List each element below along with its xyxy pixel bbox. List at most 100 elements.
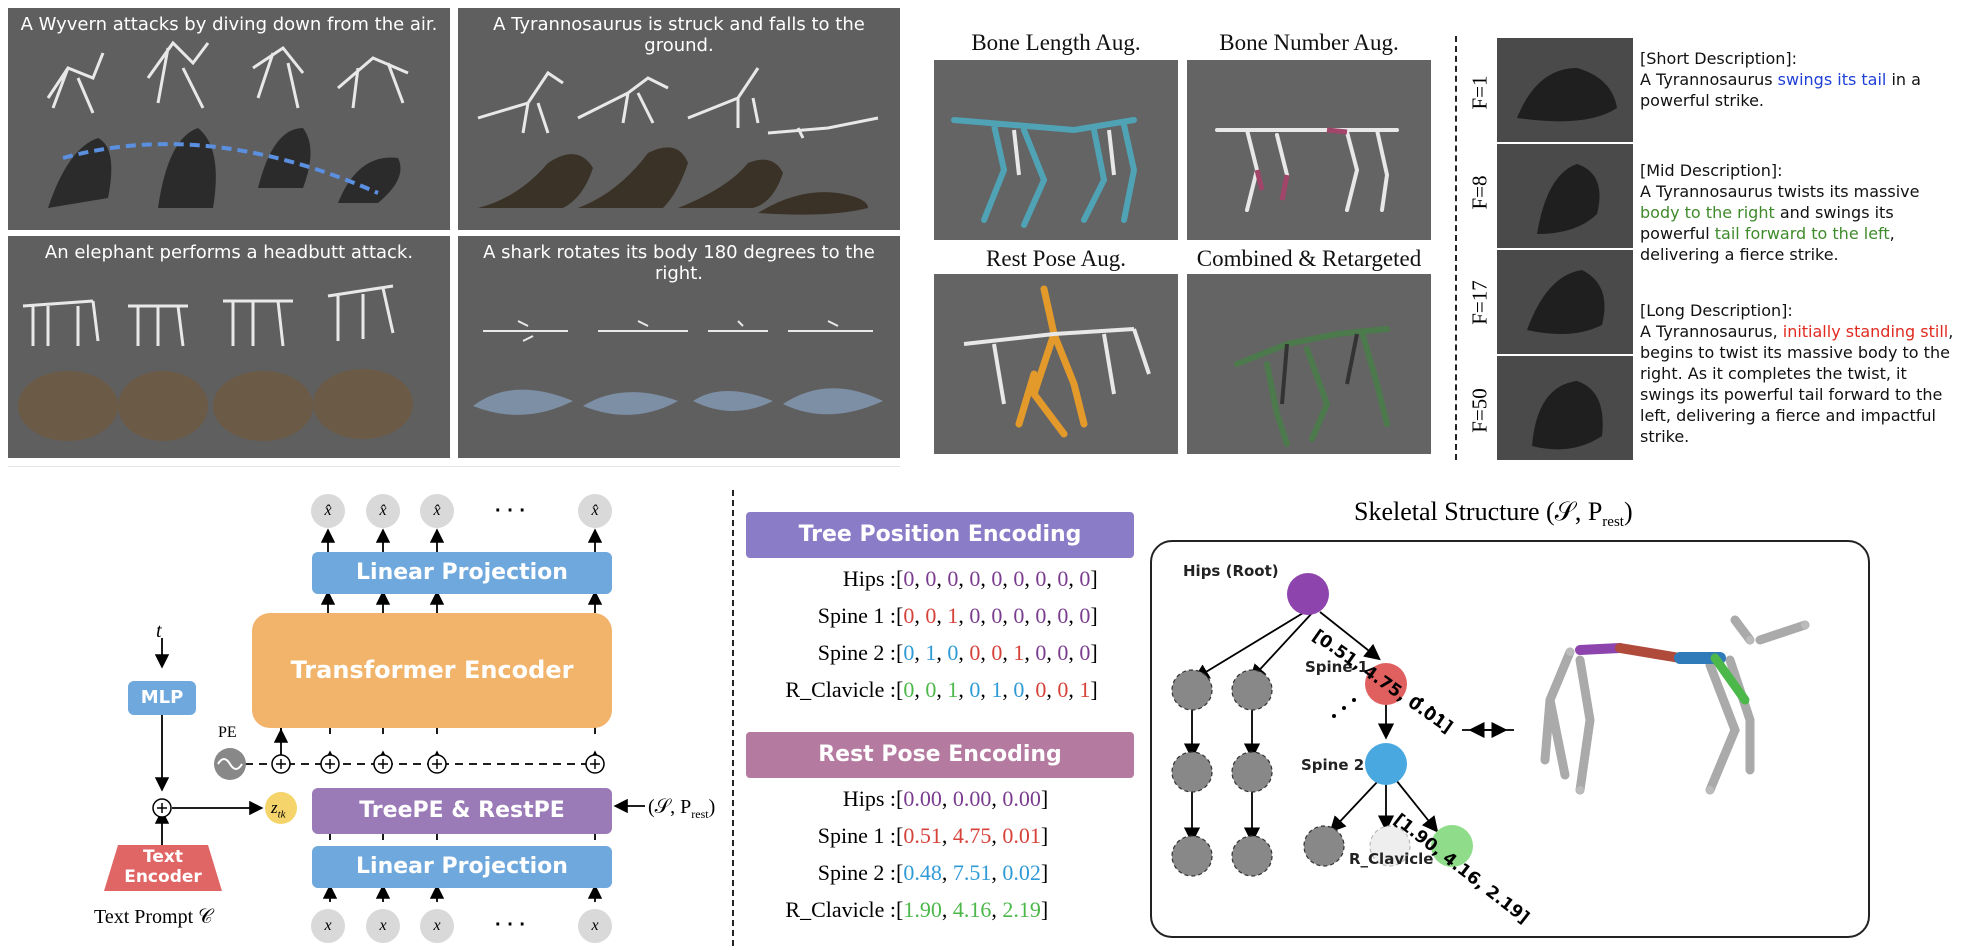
input-token-f-j: x bbox=[420, 909, 454, 943]
output-token-1-1: x̂ bbox=[311, 494, 345, 528]
linear-projection-top: Linear Projection bbox=[312, 552, 612, 594]
short-description: [Short Description]: A Tyrannosaurus swi… bbox=[1640, 48, 1960, 111]
shark-illustration bbox=[473, 320, 883, 415]
mid-desc-heading: [Mid Description]: bbox=[1640, 161, 1783, 180]
top-separator bbox=[1455, 36, 1457, 460]
frame-thumbnail-1 bbox=[1497, 38, 1633, 142]
skeleton-condition-label: (𝒮, Prest) bbox=[648, 796, 716, 821]
rest-pose-encoding-header: Rest Pose Encoding bbox=[746, 732, 1134, 778]
architecture-arrows bbox=[152, 528, 645, 902]
tree-encoding-value: 0 bbox=[903, 603, 915, 628]
spine1-label: Spine 1 bbox=[1305, 658, 1369, 676]
frame-label-17: F=17 bbox=[1467, 280, 1492, 325]
tree-encoding-value: 0 bbox=[1035, 677, 1047, 702]
output-token-f-j: x̂ bbox=[420, 494, 454, 528]
skeletal-structure-title: Skeletal Structure (𝒮, Prest) bbox=[1354, 497, 1633, 531]
tree-encoding-value: 0 bbox=[925, 603, 937, 628]
pe-label: PE bbox=[218, 724, 237, 741]
mid-description: [Mid Description]: A Tyrannosaurus twist… bbox=[1640, 160, 1960, 265]
tree-encoding-value: 0 bbox=[1035, 566, 1047, 591]
tree-encoding-value: 0 bbox=[903, 677, 915, 702]
tree-encoding-value: 0 bbox=[947, 640, 959, 665]
tree-encoding-value: 0 bbox=[1013, 677, 1025, 702]
frame-thumbnail-17 bbox=[1497, 250, 1633, 354]
rest-encoding-value: 0.00 bbox=[903, 786, 942, 811]
tree-encoding-value: 0 bbox=[969, 677, 981, 702]
tree-encoding-value: 0 bbox=[1057, 677, 1069, 702]
tree-pe-rest-pe: TreePE & RestPE bbox=[312, 788, 612, 834]
input-ellipsis: · · · bbox=[495, 914, 527, 936]
frame-label-8: F=8 bbox=[1467, 175, 1492, 210]
tree-encoding-value: 0 bbox=[1035, 640, 1047, 665]
skeletal-structure-frame bbox=[1150, 540, 1870, 938]
hips-root-label: Hips (Root) bbox=[1183, 562, 1279, 580]
ztk-label: ztk bbox=[271, 798, 286, 821]
tree-encoding-value: 0 bbox=[925, 677, 937, 702]
bone-length-box bbox=[934, 60, 1178, 240]
bone-number-title: Bone Number Aug. bbox=[1219, 30, 1399, 55]
tree-encoding-value: 0 bbox=[991, 640, 1003, 665]
panel-caption: A Tyrannosaurus is struck and falls to t… bbox=[493, 14, 865, 56]
tree-encoding-row-label: R_Clavicle : bbox=[785, 677, 896, 702]
mlp-block: MLP bbox=[128, 681, 196, 715]
tree-encoding-value: 0 bbox=[991, 566, 1003, 591]
rest-encoding-value: 0.48 bbox=[903, 860, 942, 885]
rest-encoding-row: Hips : [0.00, 0.00, 0.00] bbox=[746, 786, 1134, 812]
tree-encoding-value: 0 bbox=[1013, 566, 1025, 591]
frame-label-1: F=1 bbox=[1467, 75, 1492, 110]
tree-encoding-value: 1 bbox=[947, 603, 959, 628]
wyvern-illustration bbox=[46, 40, 409, 208]
rest-pose-title: Rest Pose Aug. bbox=[986, 246, 1126, 271]
tree-encoding-value: 0 bbox=[1035, 603, 1047, 628]
output-token-F-J: x̂ bbox=[578, 494, 612, 528]
rest-encoding-value: 0.02 bbox=[1002, 860, 1041, 885]
tree-encoding-value: 0 bbox=[1057, 640, 1069, 665]
text-encoder-label: Text Encoder bbox=[124, 847, 202, 887]
bottom-separator bbox=[732, 490, 734, 946]
tree-encoding-value: 0 bbox=[1079, 566, 1091, 591]
tree-encoding-value: 0 bbox=[969, 603, 981, 628]
tree-encoding-value: 0 bbox=[1013, 603, 1025, 628]
tree-encoding-value: 0 bbox=[903, 640, 915, 665]
rest-encoding-row-label: Spine 1 : bbox=[817, 823, 896, 848]
long-desc-text: A Tyrannosaurus, initially standing stil… bbox=[1640, 322, 1954, 446]
mid-desc-text: A Tyrannosaurus twists its massive body … bbox=[1640, 182, 1920, 264]
tree-encoding-value: 0 bbox=[1057, 566, 1069, 591]
combined-title: Combined & Retargeted bbox=[1196, 246, 1422, 271]
skeleton-tree-diagram bbox=[1171, 573, 1810, 877]
motion-panel-elephant: An elephant performs a headbutt attack. bbox=[8, 236, 450, 458]
tree-encoding-value: 1 bbox=[1079, 677, 1091, 702]
rest-encoding-value: 7.51 bbox=[952, 860, 992, 885]
spine2-label: Spine 2 bbox=[1301, 756, 1365, 774]
tree-encoding-value: 0 bbox=[1057, 603, 1069, 628]
panel-caption: A shark rotates its body 180 degrees to … bbox=[483, 242, 875, 284]
panel-caption: A Wyvern attacks by diving down from the… bbox=[20, 14, 438, 35]
tree-encoding-value: 1 bbox=[925, 640, 937, 665]
rest-encoding-row-label: R_Clavicle : bbox=[785, 897, 896, 922]
tree-encoding-value: 0 bbox=[969, 566, 981, 591]
tree-encoding-value: 0 bbox=[947, 566, 959, 591]
tree-encoding-value: 0 bbox=[991, 603, 1003, 628]
short-desc-text: A Tyrannosaurus swings its tail in a pow… bbox=[1640, 70, 1921, 110]
frame-label-50: F=50 bbox=[1467, 388, 1492, 433]
elephant-illustration bbox=[18, 284, 413, 441]
rest-encoding-value: 0.01 bbox=[1002, 823, 1041, 848]
tree-encoding-row-label: Spine 2 : bbox=[817, 640, 896, 665]
tree-encoding-value: 1 bbox=[1013, 640, 1025, 665]
tree-position-encoding-header: Tree Position Encoding bbox=[746, 512, 1134, 558]
short-desc-heading: [Short Description]: bbox=[1640, 49, 1798, 68]
input-token-f-1: x bbox=[366, 909, 400, 943]
r-clavicle-label: R_Clavicle bbox=[1349, 850, 1434, 868]
rest-encoding-value: 4.16 bbox=[952, 897, 992, 922]
bone-number-box bbox=[1187, 60, 1431, 240]
text-prompt-label: Text Prompt 𝒞 bbox=[94, 906, 213, 928]
rest-pose-box bbox=[934, 274, 1178, 454]
frame-thumbnail-8 bbox=[1497, 144, 1633, 248]
rest-encoding-row-label: Spine 2 : bbox=[817, 860, 896, 885]
text-encoder-block: Text Encoder bbox=[104, 845, 222, 891]
rest-encoding-row: Spine 1 : [0.51, 4.75, 0.01] bbox=[746, 823, 1134, 849]
rest-encoding-value: 2.19 bbox=[1002, 897, 1041, 922]
rest-encoding-row: R_Clavicle : [1.90, 4.16, 2.19] bbox=[746, 897, 1134, 923]
rest-encoding-value: 0.00 bbox=[1002, 786, 1041, 811]
output-token-f-1: x̂ bbox=[366, 494, 400, 528]
